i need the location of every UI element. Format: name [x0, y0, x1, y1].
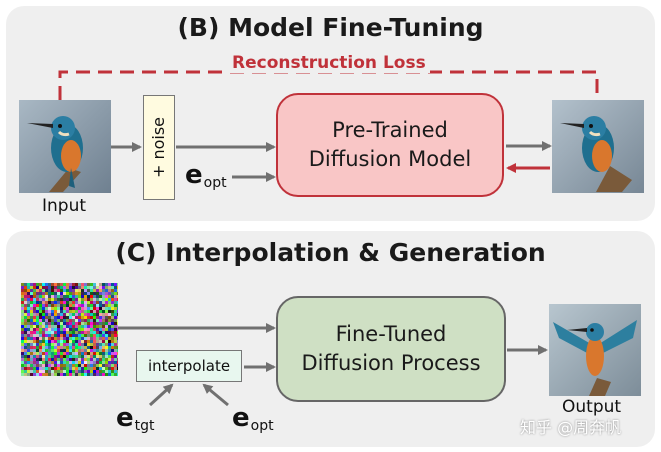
noise-label: + noise	[149, 116, 169, 179]
noise-box: + noise	[143, 95, 175, 200]
interpolation-title: (C) Interpolation & Generation	[115, 238, 546, 267]
fine-tuning-title: (B) Model Fine-Tuning	[177, 13, 484, 42]
finetuned-line1: Fine-Tuned	[335, 322, 447, 346]
e-tgt-subscript: tgt	[134, 418, 155, 434]
kingfisher-perched-icon	[552, 100, 644, 193]
e-opt-variable: eopt	[185, 160, 227, 191]
finetuned-line2: Diffusion Process	[301, 351, 481, 375]
e-opt-symbol: e	[185, 160, 203, 190]
reconstruction-loss-label: Reconstruction Loss	[228, 53, 430, 73]
random-noise-icon	[21, 283, 118, 376]
etgt-to-interpolate-arrow	[148, 383, 174, 407]
e-opt-c-symbol: e	[232, 403, 250, 433]
e-opt-c-subscript: opt	[250, 418, 274, 434]
e-opt-subscript: opt	[203, 175, 227, 191]
pretrained-line2: Diffusion Model	[308, 147, 472, 171]
e-tgt-variable: etgt	[116, 403, 155, 434]
pretrained-line1: Pre-Trained	[332, 118, 448, 142]
interpolate-box: interpolate	[136, 350, 242, 382]
kingfisher-wings-spread-icon	[549, 304, 641, 396]
e-tgt-symbol: e	[116, 403, 134, 433]
e-opt-c-variable: eopt	[232, 403, 274, 434]
output-label: Output	[562, 397, 622, 417]
finetuned-diffusion-process: Fine-Tuned Diffusion Process	[276, 296, 506, 402]
input-label: Input	[42, 196, 87, 216]
watermark: 知乎 @周奔帆	[520, 418, 622, 437]
pretrained-diffusion-model: Pre-Trained Diffusion Model	[276, 93, 504, 197]
kingfisher-perched-icon	[19, 100, 111, 193]
eopt-to-interpolate-arrow	[202, 383, 229, 407]
